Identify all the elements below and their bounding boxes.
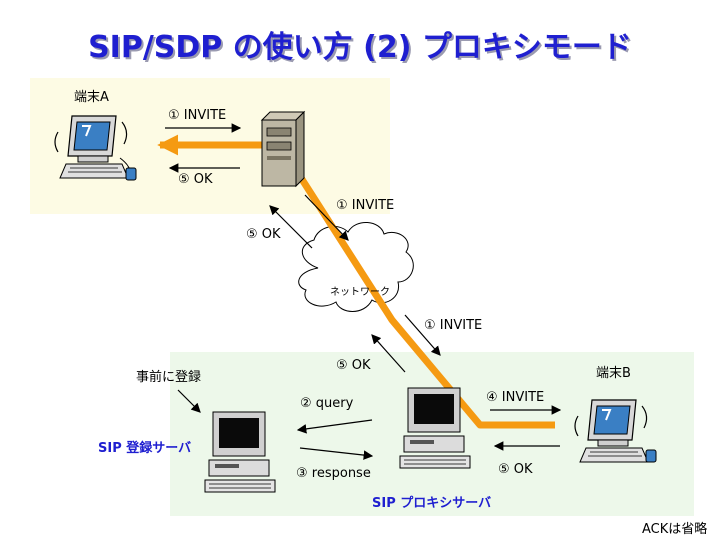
- registrar-computer-icon: [204, 411, 276, 493]
- ok-5b-label: ⑤ OK: [246, 227, 281, 242]
- page-title: SIP/SDP の使い方 (2) プロキシモード: [88, 30, 632, 65]
- arrow-pre-register: [177, 389, 201, 413]
- ack-note: ACKは省略: [642, 522, 708, 537]
- arrow-ok-5b: [269, 205, 313, 249]
- network-label: ネットワーク: [330, 287, 390, 298]
- arrow-invite-1c: [404, 314, 441, 356]
- proxy-label: SIP プロキシサーバ: [372, 496, 492, 511]
- arrow-response-3: [299, 447, 374, 460]
- terminal-a-computer-icon: [54, 115, 137, 181]
- arrow-invite-1b: [304, 194, 349, 241]
- terminal-b-label: 端末B: [596, 366, 631, 381]
- invite-4-label: ④ INVITE: [486, 390, 545, 405]
- ok-5d-label: ⑤ OK: [498, 462, 533, 477]
- ok-5a-label: ⑤ OK: [178, 172, 213, 187]
- invite-1b-label: ① INVITE: [336, 198, 395, 213]
- registrar-label: SIP 登録サーバ: [98, 441, 192, 456]
- pre-register-label: 事前に登録: [136, 370, 202, 385]
- arrow-query-2: [296, 419, 373, 434]
- invite-1a-label: ① INVITE: [168, 108, 227, 123]
- server-tower-icon: [260, 110, 306, 188]
- query-2-label: ② query: [300, 396, 354, 411]
- arrow-ok-5c: [371, 334, 406, 373]
- ok-5c-label: ⑤ OK: [336, 358, 371, 373]
- proxy-computer-icon: [399, 387, 471, 469]
- terminal-b-computer-icon: [574, 399, 657, 463]
- terminal-a-label: 端末A: [74, 90, 109, 105]
- invite-1c-label: ① INVITE: [424, 318, 483, 333]
- response-3-label: ③ response: [296, 466, 371, 481]
